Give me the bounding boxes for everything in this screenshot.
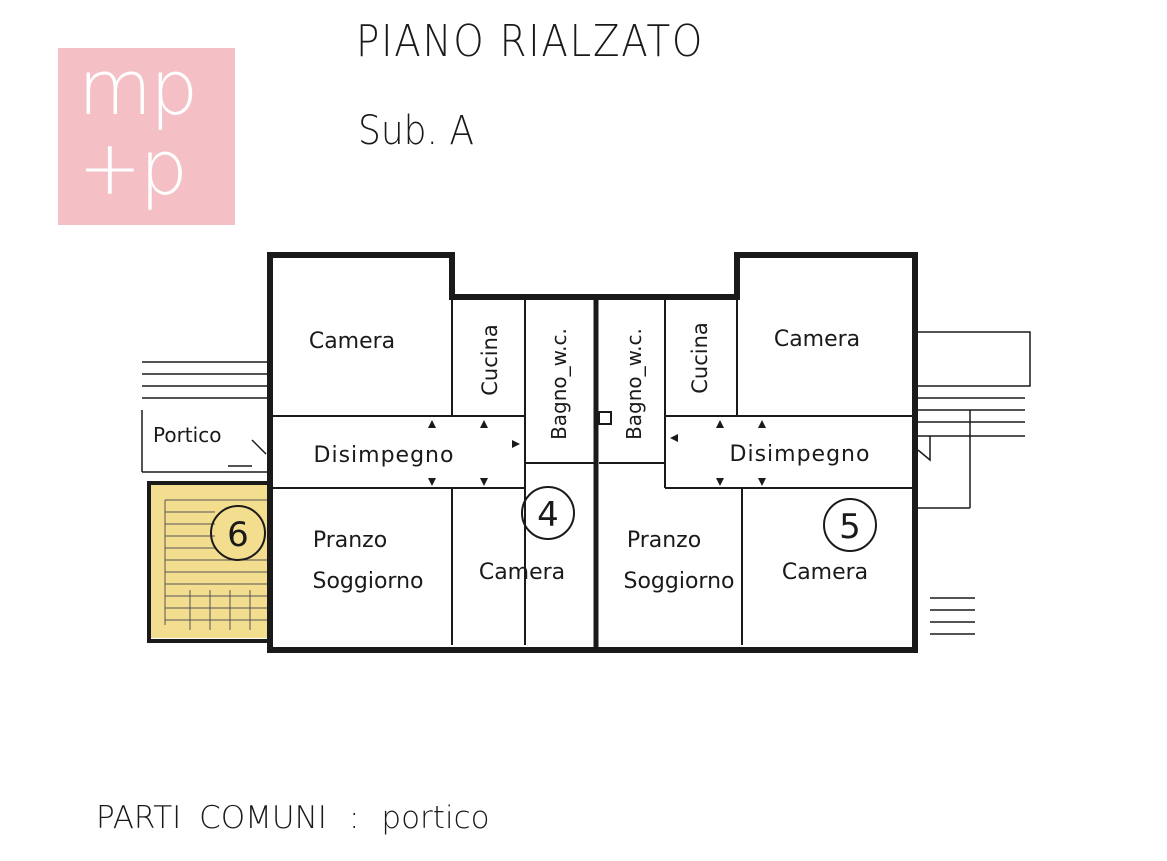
logo-line-2: +p bbox=[78, 123, 188, 212]
room-left-camera-bottom: Camera bbox=[479, 560, 565, 585]
logo-line-1: mp bbox=[78, 43, 198, 132]
unit-5-number: 5 bbox=[839, 507, 861, 547]
footer-common-parts: PARTI COMUNI: portico bbox=[96, 800, 490, 836]
room-right-disimpegno: Disimpegno bbox=[730, 442, 871, 467]
logo: mp +p bbox=[58, 48, 235, 225]
room-right-bagno: Bagno_w.c. bbox=[622, 328, 646, 440]
plan-title: PIANO RIALZATO bbox=[356, 16, 705, 67]
room-right-pranzo: Pranzo bbox=[627, 528, 701, 553]
room-left-bagno: Bagno_w.c. bbox=[547, 328, 571, 440]
room-left-disimpegno: Disimpegno bbox=[314, 443, 455, 468]
stair-treads bbox=[164, 499, 268, 630]
room-right-cucina: Cucina bbox=[688, 322, 712, 394]
stair-wall bbox=[147, 481, 272, 643]
steps-right bbox=[917, 331, 1031, 635]
footer-label: PARTI COMUNI bbox=[96, 800, 327, 836]
room-right-camera-top: Camera bbox=[774, 327, 860, 352]
footer-separator: : bbox=[348, 800, 360, 836]
room-right-camera-bottom: Camera bbox=[782, 560, 868, 585]
room-left-cucina: Cucina bbox=[478, 324, 502, 396]
unit-4-number: 4 bbox=[537, 495, 559, 535]
interior-walls bbox=[272, 297, 912, 645]
portico-left bbox=[141, 361, 268, 473]
unit-6-circle bbox=[210, 505, 266, 561]
portico-label: Portico bbox=[153, 423, 221, 447]
plan-subtitle: Sub. A bbox=[358, 108, 475, 154]
footer-value: portico bbox=[381, 800, 490, 836]
logo-text: mp +p bbox=[78, 48, 198, 208]
door-markers bbox=[428, 420, 766, 486]
room-left-camera-top: Camera bbox=[309, 329, 395, 354]
outer-wall bbox=[267, 252, 918, 653]
unit-4-circle bbox=[521, 486, 575, 540]
room-left-pranzo: Pranzo bbox=[313, 528, 387, 553]
room-right-soggiorno: Soggiorno bbox=[624, 569, 735, 594]
unit-5-circle bbox=[823, 498, 877, 552]
room-left-soggiorno: Soggiorno bbox=[313, 569, 424, 594]
unit-6-number: 6 bbox=[227, 515, 249, 555]
shaft-marker bbox=[598, 411, 612, 425]
